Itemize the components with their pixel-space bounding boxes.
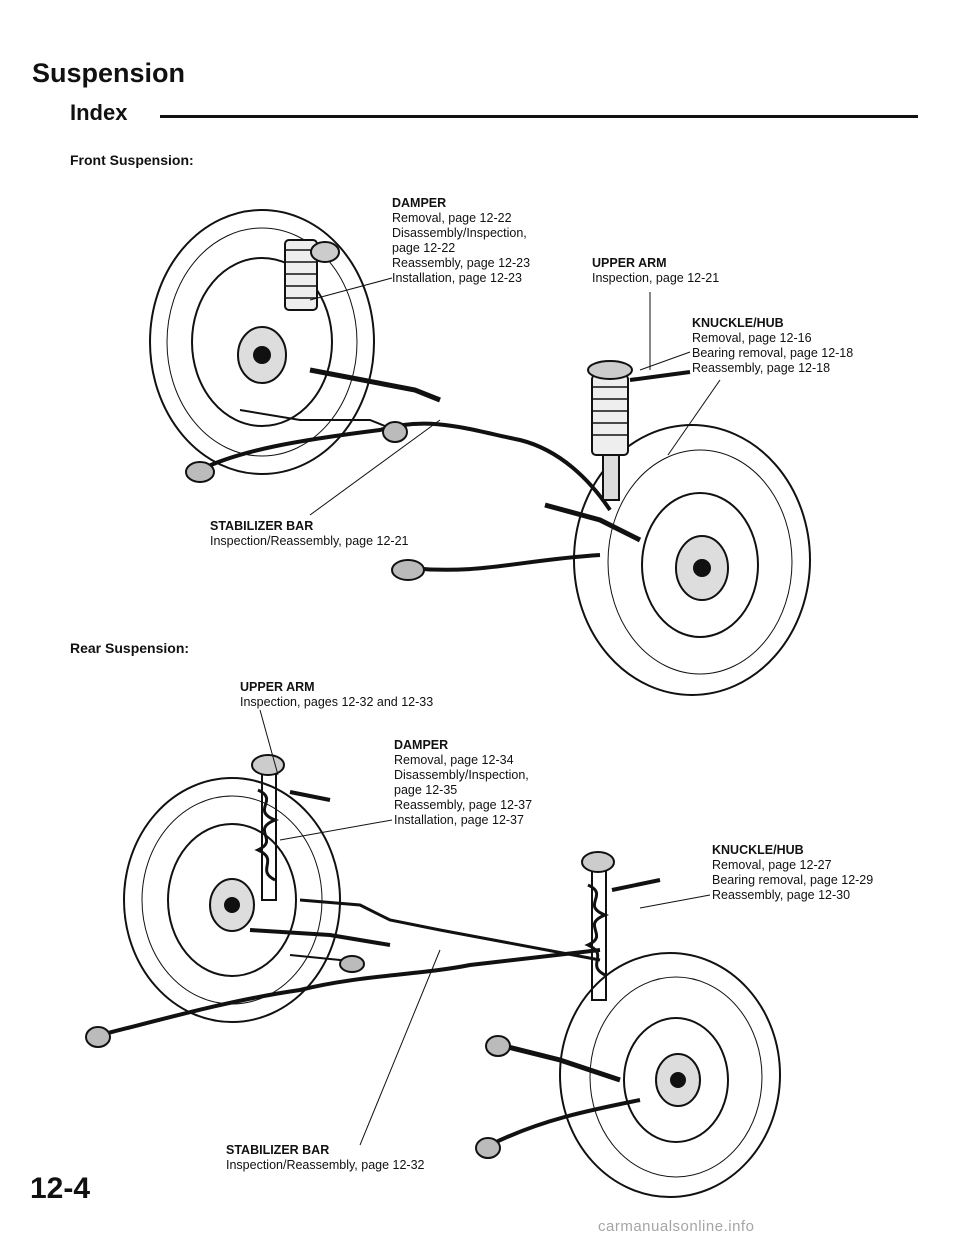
rear-damper-line: Installation, page 12-37 (394, 813, 524, 827)
front-stabilizer-callout: STABILIZER BAR Inspection/Reassembly, pa… (210, 519, 409, 549)
front-right-wheel (573, 424, 811, 696)
front-stabilizer-line: Inspection/Reassembly, page 12-21 (210, 534, 409, 548)
page-title: Suspension (32, 58, 186, 88)
front-upper-arm-title: UPPER ARM (592, 256, 667, 270)
rear-knuckle-line: Removal, page 12-27 (712, 858, 832, 872)
rear-right-strut (581, 851, 615, 1001)
rear-suspension-label: Rear Suspension: (70, 640, 190, 656)
front-left-strut (284, 239, 340, 311)
rear-upper-arm-callout: UPPER ARM Inspection, pages 12-32 and 12… (240, 680, 433, 710)
front-right-strut (587, 360, 633, 501)
front-knuckle-line: Removal, page 12-16 (692, 331, 812, 345)
front-damper-line: page 12-22 (392, 241, 456, 255)
page-subtitle: Index (70, 100, 128, 125)
rear-damper-title: DAMPER (394, 738, 449, 752)
front-damper-line: Disassembly/Inspection, (392, 226, 527, 240)
front-knuckle-line: Reassembly, page 12-18 (692, 361, 831, 375)
rear-left-strut (251, 754, 285, 901)
front-damper-callout: DAMPER Removal, page 12-22 Disassembly/I… (392, 196, 530, 286)
front-knuckle-callout: KNUCKLE/HUB Removal, page 12-16 Bearing … (692, 316, 853, 376)
front-upper-arm-line: Inspection, page 12-21 (592, 271, 720, 285)
rear-damper-line: Reassembly, page 12-37 (394, 798, 533, 812)
rear-upper-arm-title: UPPER ARM (240, 680, 315, 694)
rear-left-wheel (123, 777, 341, 1023)
rear-knuckle-line: Bearing removal, page 12-29 (712, 873, 874, 887)
header-rule (160, 115, 918, 118)
rear-damper-line: Removal, page 12-34 (394, 753, 514, 767)
front-left-wheel (149, 209, 375, 475)
rear-stabilizer-callout: STABILIZER BAR Inspection/Reassembly, pa… (226, 1143, 425, 1173)
watermark: carmanualsonline.info (598, 1218, 755, 1235)
front-knuckle-line: Bearing removal, page 12-18 (692, 346, 854, 360)
rear-stabilizer-line: Inspection/Reassembly, page 12-32 (226, 1158, 425, 1172)
front-damper-line: Reassembly, page 12-23 (392, 256, 531, 270)
rear-stabilizer-title: STABILIZER BAR (226, 1143, 330, 1157)
rear-damper-callout: DAMPER Removal, page 12-34 Disassembly/I… (394, 738, 532, 828)
front-stabilizer-title: STABILIZER BAR (210, 519, 314, 533)
front-damper-line: Removal, page 12-22 (392, 211, 512, 225)
front-suspension-label: Front Suspension: (70, 152, 194, 168)
rear-damper-line: Disassembly/Inspection, (394, 768, 529, 782)
rear-right-wheel (559, 952, 781, 1198)
rear-knuckle-line: Reassembly, page 12-30 (712, 888, 851, 902)
page-number: 12-4 (30, 1172, 91, 1205)
rear-knuckle-title: KNUCKLE/HUB (712, 843, 804, 857)
front-upper-arm-callout: UPPER ARM Inspection, page 12-21 (592, 256, 719, 286)
rear-knuckle-callout: KNUCKLE/HUB Removal, page 12-27 Bearing … (712, 843, 873, 903)
front-damper-line: Installation, page 12-23 (392, 271, 522, 285)
front-damper-title: DAMPER (392, 196, 447, 210)
rear-damper-line: page 12-35 (394, 783, 458, 797)
front-knuckle-title: KNUCKLE/HUB (692, 316, 784, 330)
rear-upper-arm-line: Inspection, pages 12-32 and 12-33 (240, 695, 434, 709)
